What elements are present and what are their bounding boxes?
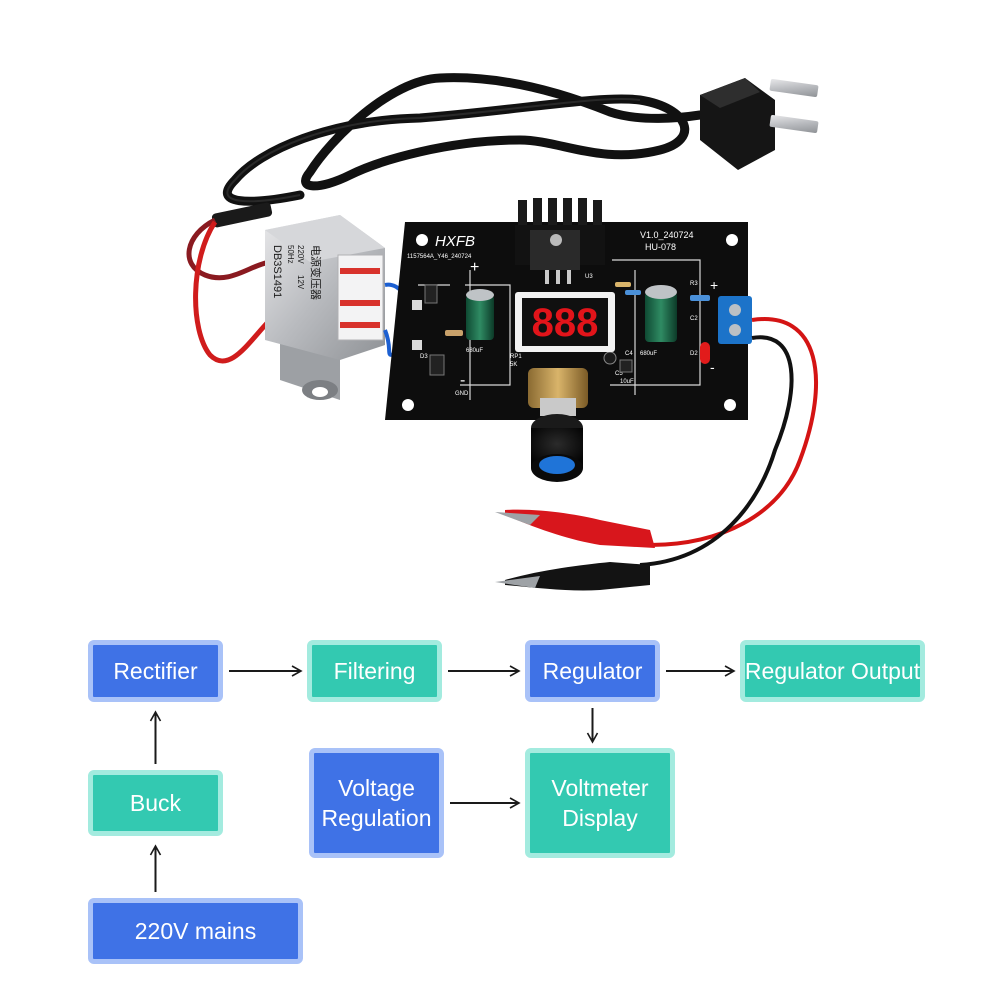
svg-text:RP1: RP1: [510, 354, 522, 360]
svg-text:-: -: [710, 359, 715, 375]
node-voltmeter-display-label: Voltmeter Display: [551, 775, 649, 831]
svg-text:-: -: [460, 372, 465, 389]
node-voltage-regulation-label: Voltage Regulation: [321, 775, 432, 831]
svg-text:+: +: [470, 259, 479, 276]
svg-text:电源变压器: 电源变压器: [309, 245, 323, 300]
node-filtering: Filtering: [307, 640, 442, 702]
svg-text:HU-078: HU-078: [645, 242, 676, 252]
svg-text:220V: 220V: [296, 245, 305, 264]
svg-text:680uF: 680uF: [466, 348, 483, 354]
node-220v-mains-label: 220V mains: [134, 918, 257, 944]
black-alligator-clip: [495, 562, 650, 591]
capacitor-right: [645, 285, 677, 342]
node-rectifier-label: Rectifier: [113, 658, 198, 684]
svg-text:680uF: 680uF: [640, 351, 657, 357]
svg-text:U3: U3: [585, 274, 593, 280]
node-regulator-output-label: Regulator Output: [744, 658, 921, 684]
potentiometer-knob: [528, 368, 588, 482]
svg-text:GND: GND: [455, 391, 469, 397]
svg-text:50Hz: 50Hz: [286, 245, 295, 264]
svg-text:+: +: [710, 277, 718, 293]
svg-text:12V: 12V: [296, 275, 305, 290]
svg-text:D2: D2: [690, 351, 698, 357]
svg-text:C5: C5: [615, 371, 623, 377]
svg-text:V1.0_240724: V1.0_240724: [640, 230, 694, 240]
svg-text:HXFB: HXFB: [435, 233, 475, 250]
node-rectifier: Rectifier: [88, 640, 223, 702]
node-regulator: Regulator: [525, 640, 660, 702]
node-220v-mains: 220V mains: [88, 898, 303, 964]
red-alligator-clip: [495, 509, 655, 548]
cable-strain-relief: [211, 202, 273, 228]
svg-text:5K: 5K: [510, 362, 517, 368]
capacitor-left: [466, 289, 494, 340]
transformer: 电源变压器 220V 12V 50Hz DB3S1491: [265, 215, 385, 400]
node-buck: Buck: [88, 770, 223, 836]
svg-text:1157564A_Y46_240724: 1157564A_Y46_240724: [407, 254, 472, 260]
heatsink: [515, 198, 605, 284]
power-supply-photo: 电源变压器 220V 12V 50Hz DB3S1491: [186, 73, 819, 591]
node-filtering-label: Filtering: [333, 658, 416, 684]
svg-text:R3: R3: [690, 281, 698, 287]
node-regulator-label: Regulator: [542, 658, 643, 684]
svg-text:C4: C4: [625, 351, 633, 357]
output-terminal: [700, 296, 752, 364]
power-plug: [700, 78, 819, 170]
svg-text:C2: C2: [690, 316, 698, 322]
svg-text:10uF: 10uF: [620, 379, 634, 385]
voltmeter-display: 888: [515, 292, 615, 352]
svg-text:D3: D3: [420, 354, 428, 360]
svg-text:DB3S1491: DB3S1491: [271, 245, 283, 298]
node-voltmeter-display: Voltmeter Display: [525, 748, 675, 858]
transformer-label: 电源变压器 220V 12V 50Hz DB3S1491: [271, 245, 323, 300]
svg-text:888: 888: [532, 301, 599, 345]
node-buck-label: Buck: [129, 790, 182, 816]
node-voltage-regulation: Voltage Regulation: [309, 748, 444, 858]
node-regulator-output: Regulator Output: [740, 640, 925, 702]
